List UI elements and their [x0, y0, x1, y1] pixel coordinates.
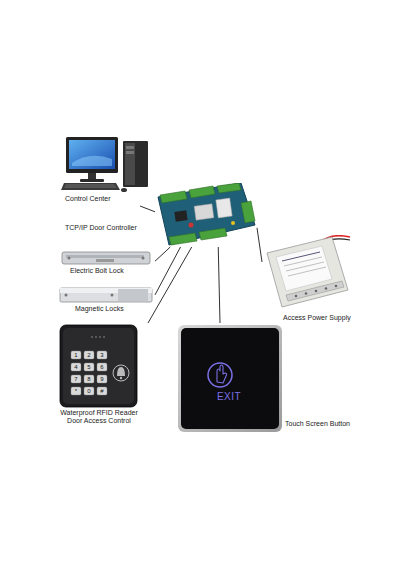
- wire-connector: [155, 247, 181, 295]
- node-label: Electric Bolt Lock: [70, 267, 124, 275]
- wire-connector: [155, 247, 170, 261]
- key-label: 5: [84, 363, 94, 371]
- node-label: Magnetic Locks: [75, 305, 124, 313]
- wire-connector: [140, 206, 155, 212]
- node-label: Access Power Supply: [283, 314, 351, 322]
- wire-connector: [257, 228, 262, 262]
- key-label: 9: [97, 375, 107, 383]
- power-supply-illustration: [262, 235, 352, 325]
- key-label: 2: [84, 351, 94, 359]
- button-node: EXIT Touch Screen Button: [176, 323, 352, 435]
- key-label: 1: [71, 351, 81, 359]
- node-label: Touch Screen Button: [285, 420, 350, 428]
- key-label: 7: [71, 375, 81, 383]
- key-label: 8: [84, 375, 94, 383]
- lock-node: Electric Bolt Lock: [60, 250, 155, 278]
- key-label: 4: [71, 363, 81, 371]
- wire-connector: [218, 247, 220, 323]
- node-label: Waterproof RFID Reader Door Access Contr…: [56, 409, 142, 425]
- key-label: 0: [84, 387, 94, 395]
- key-label: *: [71, 387, 81, 395]
- key-label: #: [97, 387, 107, 395]
- controller-board: [155, 183, 257, 247]
- key-label: 3: [97, 351, 107, 359]
- exit-button-illustration: [176, 323, 286, 435]
- wire-connector: [148, 247, 192, 323]
- reader-node: Waterproof RFID Reader Door Access Contr…: [58, 323, 158, 426]
- lock-node: Magnetic Locks: [58, 285, 155, 315]
- node-label: TCP/IP Door Controller: [65, 224, 137, 232]
- key-label: 6: [97, 363, 107, 371]
- button-text: EXIT: [198, 391, 260, 402]
- node-label: Control Center: [65, 195, 111, 203]
- controller-node: TCP/IP Door Controller: [155, 183, 257, 247]
- power-node: Access Power Supply: [262, 235, 353, 325]
- computer-node: Control Center: [60, 133, 152, 206]
